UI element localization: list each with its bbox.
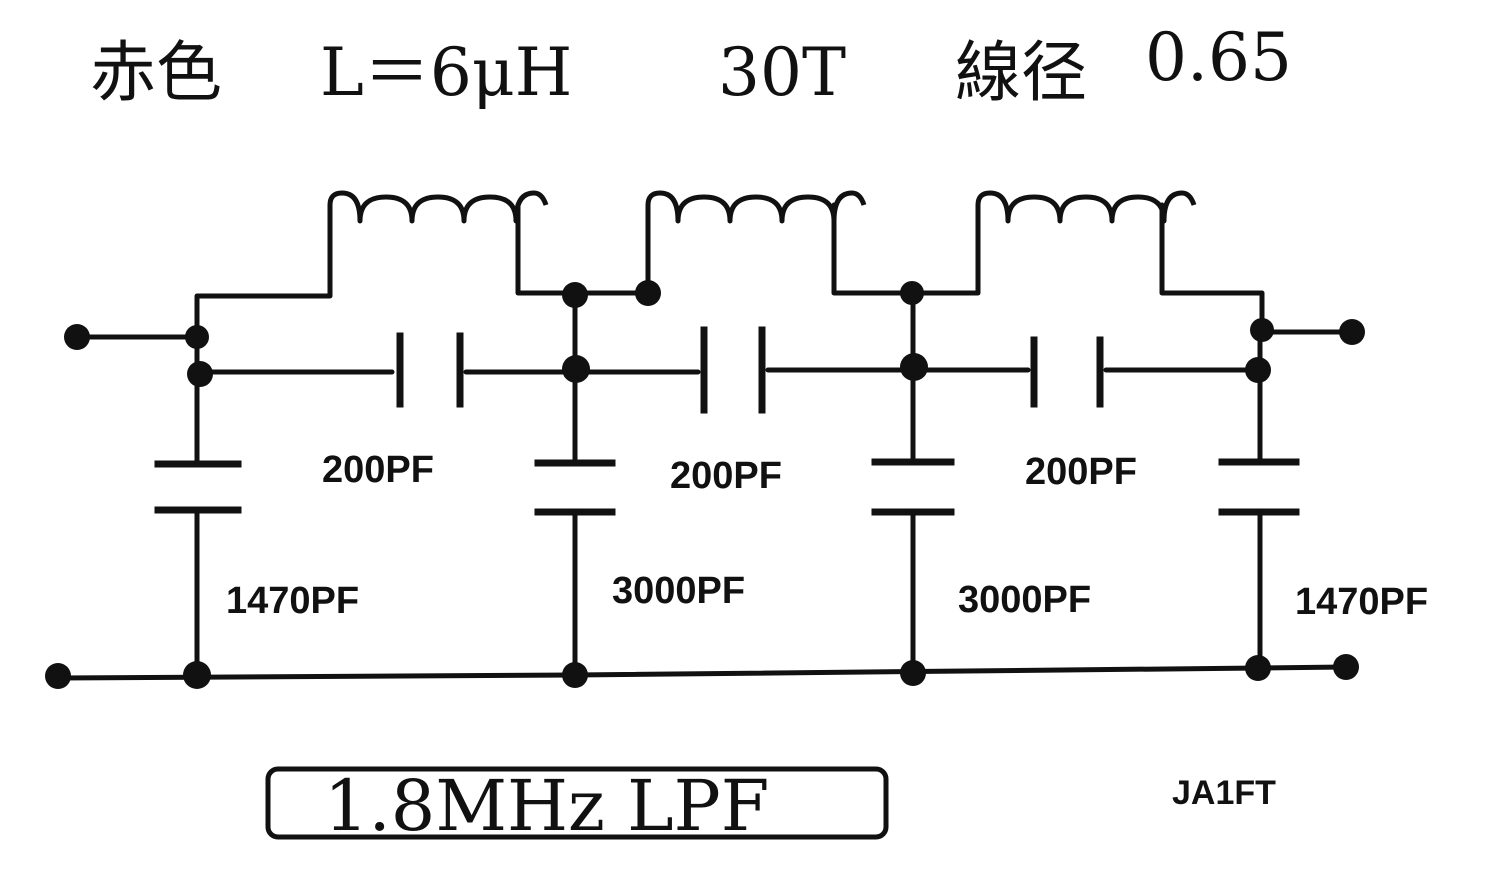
- input-terminal-hot: [64, 324, 90, 350]
- ground-rail-left: [55, 672, 578, 681]
- shunt-cap-3-label: 3000PF: [958, 579, 1091, 621]
- inductor-1-coil: [327, 190, 549, 224]
- filter-name: 1.8MHz LPF: [324, 765, 769, 847]
- inductor-1-lead-left: [194, 202, 333, 333]
- filter-name-box: [265, 766, 889, 840]
- ground-rail-out: [1257, 664, 1349, 671]
- series-cap-2-label: 200PF: [670, 455, 782, 497]
- junction-node: [185, 325, 209, 349]
- junction-node: [187, 361, 213, 387]
- junction-node: [562, 662, 588, 688]
- junction-node: [1245, 357, 1271, 383]
- junction-node: [900, 281, 924, 305]
- title-inductance: L＝6μH: [320, 34, 572, 111]
- junction-node: [635, 280, 661, 306]
- inductor-3-lead-left: [831, 202, 981, 296]
- junction-node: [562, 282, 588, 308]
- inductor-3-coil: [975, 190, 1197, 224]
- title-turns: 30T: [718, 34, 846, 111]
- junction-node: [900, 660, 926, 686]
- junction-nodes: [183, 280, 1274, 689]
- inductor-2-lead-left: [515, 202, 651, 296]
- shunt-capacitors: [154, 290, 1300, 678]
- shunt-cap-1-label: 1470PF: [226, 580, 359, 622]
- output-terminal-hot: [1339, 319, 1365, 345]
- title-wire-value: 0.65: [1145, 19, 1292, 96]
- junction-node: [900, 353, 928, 381]
- title-wire-label: 線径: [955, 34, 1087, 111]
- series-capacitor-rail: [194, 326, 1263, 414]
- title-color: 赤色: [90, 34, 222, 111]
- title-line: 赤色 L＝6μH 30T 線径 0.65: [90, 19, 1292, 111]
- junction-node: [183, 661, 211, 689]
- inductor-rail: [194, 190, 1265, 333]
- series-cap-1-label: 200PF: [322, 449, 434, 491]
- inductor-3-lead-right: [1159, 202, 1265, 333]
- shunt-cap-4-label: 1470PF: [1295, 581, 1428, 623]
- junction-node: [1245, 655, 1271, 681]
- junction-node: [1250, 318, 1274, 342]
- junction-node: [562, 355, 590, 383]
- series-cap-3-label: 200PF: [1025, 451, 1137, 493]
- author-callsign: JA1FT: [1172, 774, 1276, 812]
- shunt-cap-2-label: 3000PF: [612, 570, 745, 612]
- capacitor-labels: 200PF 200PF 200PF 1470PF 3000PF 3000PF 1…: [226, 449, 1428, 623]
